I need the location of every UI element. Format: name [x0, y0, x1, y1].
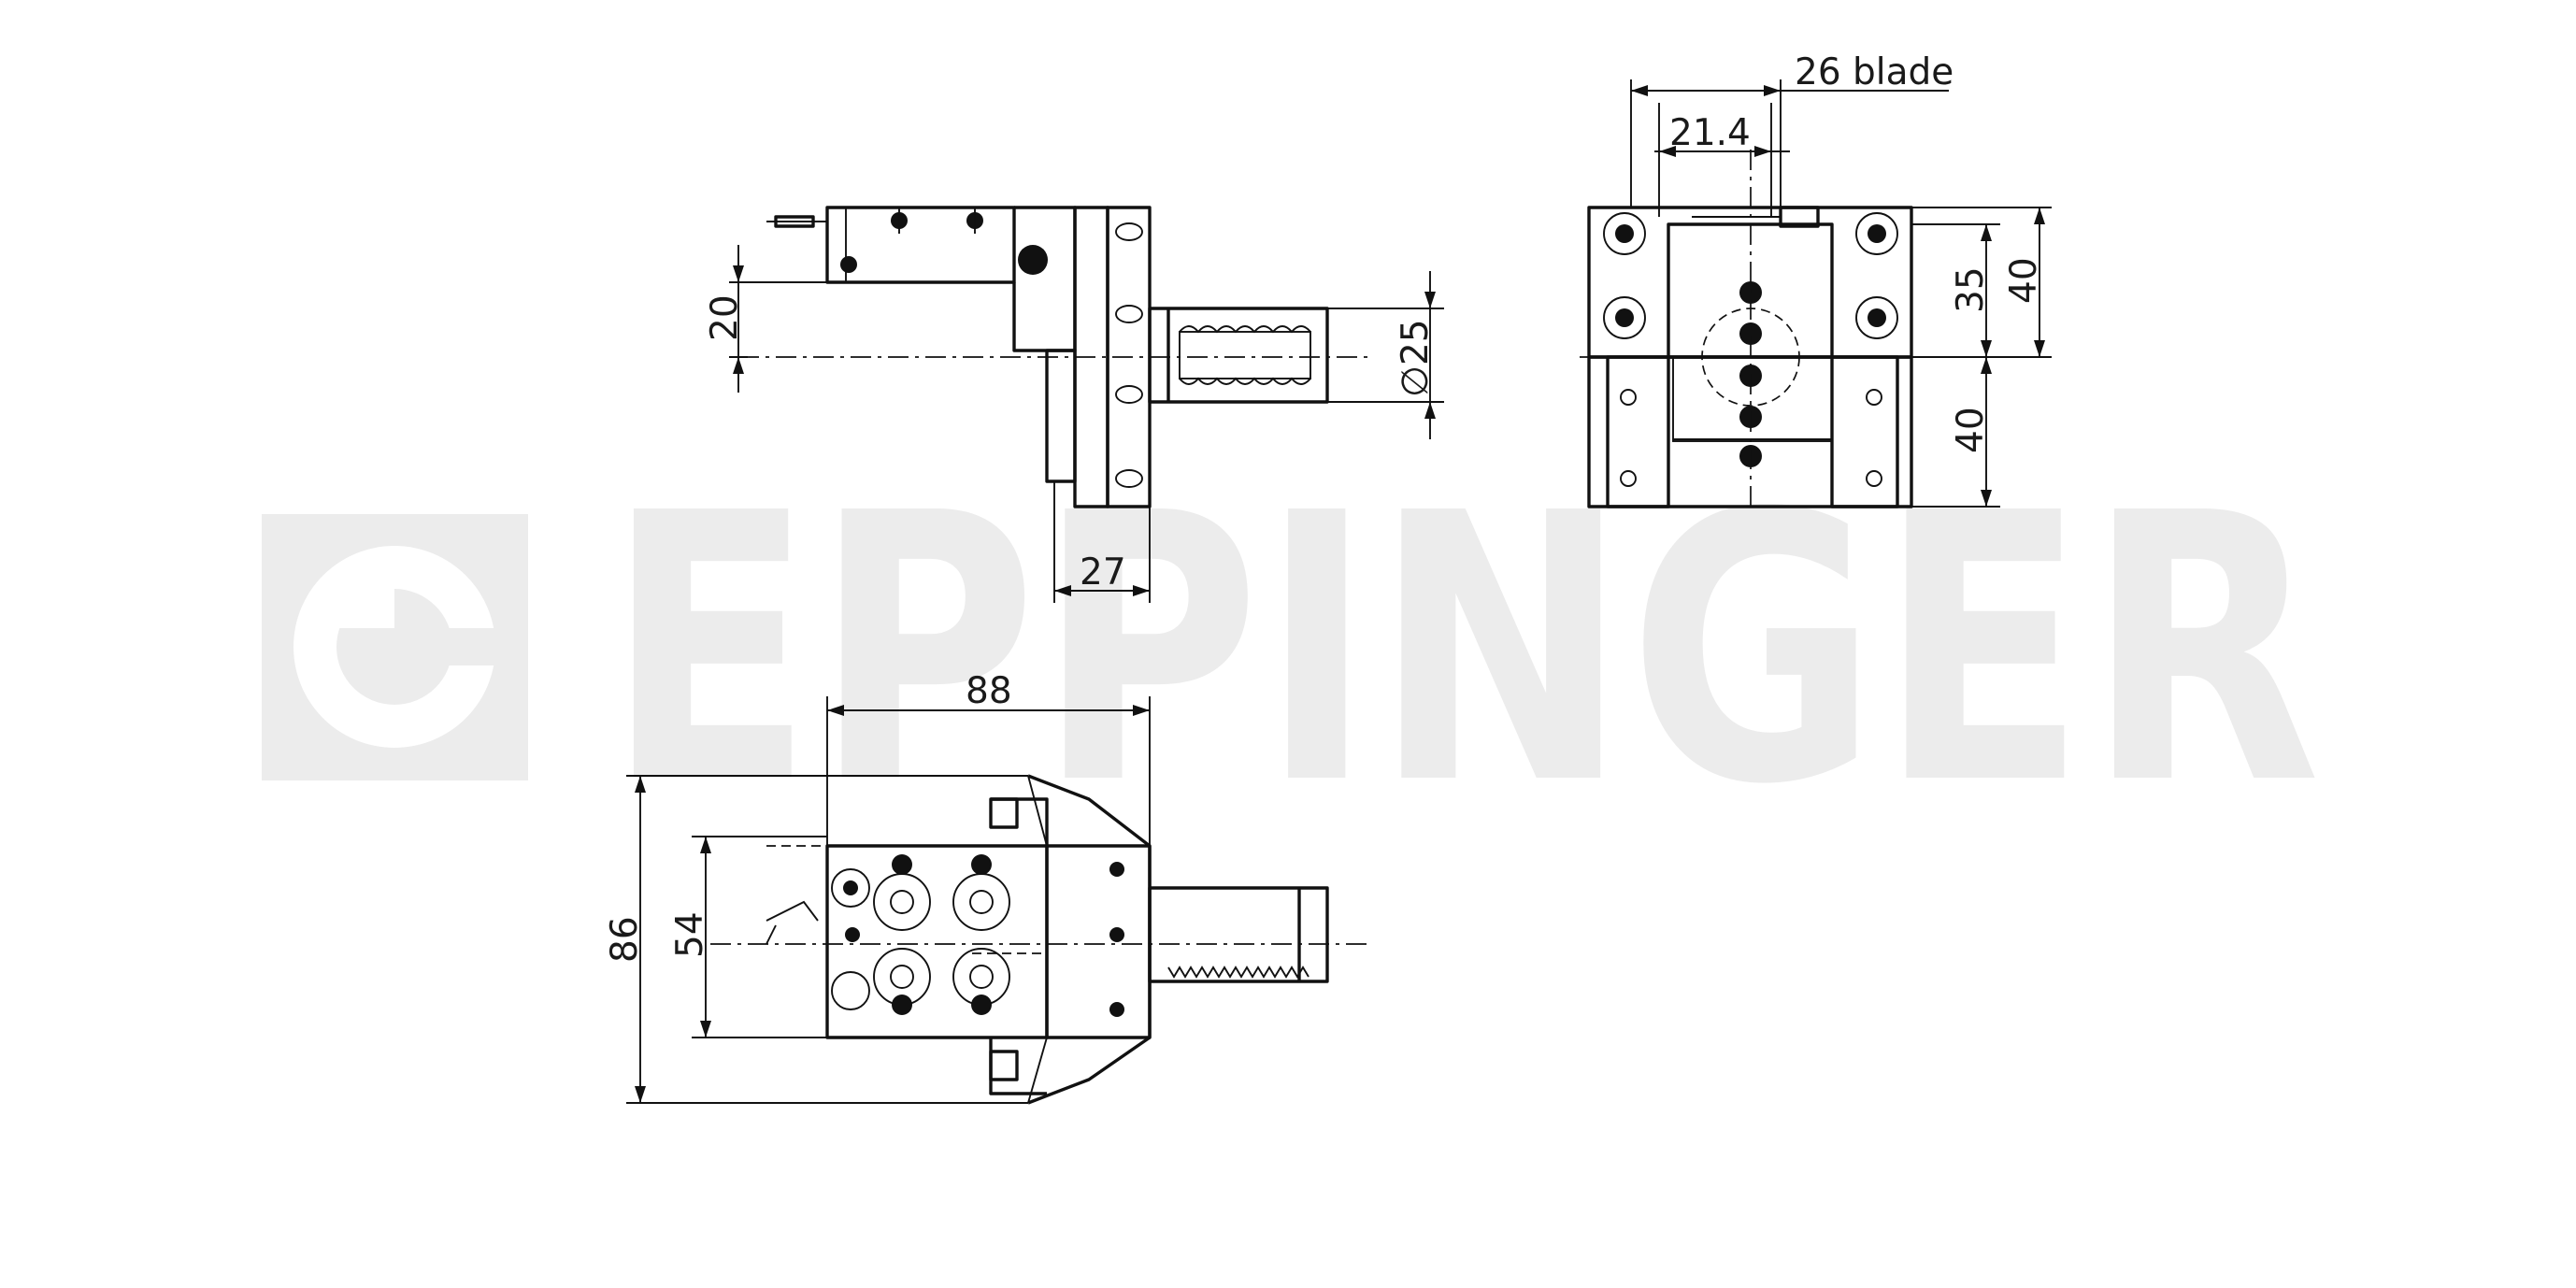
dim-label-40-lower: 40 [1950, 407, 1992, 453]
eppinger-logo-icon [262, 514, 528, 780]
dim-label-54: 54 [669, 911, 711, 958]
dim-label-20: 20 [704, 294, 746, 341]
dim-label-21-4: 21.4 [1669, 112, 1751, 154]
dimension-labels: 20 ∅25 27 26 blade 21.4 35 40 40 88 86 5… [604, 51, 2045, 963]
side-view [729, 206, 1444, 603]
watermark-brand-text: EPPINGER [606, 436, 2321, 866]
dim-label-26-blade: 26 blade [1795, 51, 1953, 93]
top-view [626, 696, 1369, 1105]
dim-label-86: 86 [604, 916, 646, 963]
dim-label-88: 88 [966, 670, 1012, 712]
dim-label-40-upper: 40 [2003, 257, 2045, 304]
dim-label-27: 27 [1080, 551, 1126, 594]
dim-label-shank-diameter: ∅25 [1395, 319, 1437, 397]
eppinger-watermark: EPPINGER [262, 436, 2321, 866]
dim-label-35: 35 [1950, 266, 1992, 313]
front-view [1580, 79, 2052, 509]
